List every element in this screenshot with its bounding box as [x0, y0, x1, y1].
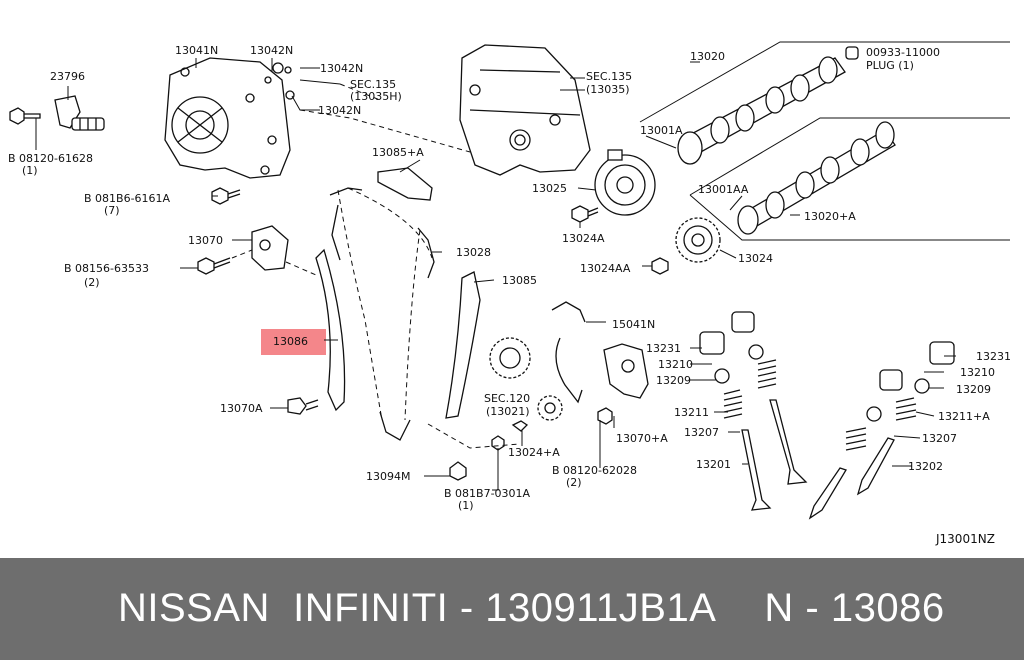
vtc-sprocket-13025[interactable]: [594, 149, 656, 216]
label-13024: 13024: [738, 252, 773, 265]
camshaft-13020[interactable]: [639, 41, 1010, 165]
label-13042N-b: 13042N: [320, 62, 363, 75]
label-13209-right: 13209: [956, 383, 991, 396]
label-13231-left: 13231: [646, 342, 681, 355]
label-23796: 23796: [50, 70, 85, 83]
label-13211-left: 13211: [674, 406, 709, 419]
label-08156-qty: (2): [84, 276, 100, 289]
sprocket-13024-A[interactable]: [537, 395, 563, 421]
label-08120-61628: B 08120-61628: [8, 152, 93, 165]
timing-chain-diagram: 23796 13041N 13042N 13042N 13042N SEC.13…: [8, 41, 1011, 520]
highlighted-part-label[interactable]: 13086: [261, 329, 326, 355]
label-13001AA: 13001AA: [698, 183, 749, 196]
timing-chain[interactable]: [329, 187, 435, 441]
label-sec120: SEC.120: [484, 392, 530, 405]
label-13207-right: 13207: [922, 432, 957, 445]
label-08156-63533: B 08156-63533: [64, 262, 149, 275]
label-081B6-6161A: B 081B6-6161A: [84, 192, 171, 205]
label-13020-A: 13020+A: [804, 210, 856, 223]
label-plug-part: 00933-11000: [866, 46, 940, 59]
label-13020: 13020: [690, 50, 725, 63]
highlighted-part-number: 13086: [273, 335, 308, 348]
bolt-08156-63533[interactable]: [197, 257, 231, 275]
bolt-081B7-0301A[interactable]: [491, 435, 505, 451]
valve-spring-group-right[interactable]: [845, 378, 930, 451]
label-13231-right: 13231: [976, 350, 1011, 363]
valve-13202[interactable]: [808, 437, 895, 520]
label-13070: 13070: [188, 234, 223, 247]
label-13210-right: 13210: [960, 366, 995, 379]
label-13202: 13202: [908, 460, 943, 473]
sprocket-13024[interactable]: [675, 217, 721, 263]
valve-13201[interactable]: [741, 399, 808, 511]
valve-spring-group-left[interactable]: [714, 344, 777, 419]
label-13210-left: 13210: [658, 358, 693, 371]
chain-tensioner-13070[interactable]: [251, 225, 289, 271]
camshaft-13020-A[interactable]: [689, 117, 1010, 241]
label-081B7-0301A: B 081B7-0301A: [444, 487, 531, 500]
label-13201: 13201: [696, 458, 731, 471]
footer-bar: NISSAN INFINITI - 130911JB1A N - 13086: [0, 558, 1024, 660]
label-08120-62028-qty: (2): [566, 476, 582, 489]
label-13024A: 13024A: [562, 232, 605, 245]
label-13085-A: 13085+A: [372, 146, 424, 159]
seal-13042N[interactable]: [264, 62, 295, 100]
label-13070-A: 13070+A: [616, 432, 668, 445]
footer-brand-part: NISSAN INFINITI - 130911JB1A: [118, 586, 717, 630]
part-labels: 23796 13041N 13042N 13042N 13042N SEC.13…: [8, 44, 1011, 512]
label-15041N: 15041N: [612, 318, 655, 331]
chain-guide-13085-A[interactable]: [377, 167, 433, 201]
footer-part-ref: N - 13086: [764, 586, 945, 630]
label-sec120-ref: (13021): [486, 405, 530, 418]
bolt-081B6-6161A[interactable]: [211, 187, 241, 205]
label-08120-62028: B 08120-62028: [552, 464, 637, 477]
bolt-08120-62028[interactable]: [597, 407, 613, 425]
figure-id: J13001NZ: [936, 532, 995, 546]
tension-guide-13086[interactable]: [315, 248, 346, 412]
label-13209-left: 13209: [656, 374, 691, 387]
valve-lifter-13231-left[interactable]: [699, 311, 755, 355]
label-13041N: 13041N: [175, 44, 218, 57]
label-13042N-c: 13042N: [318, 104, 361, 117]
label-sec135-a: SEC.135: [350, 78, 396, 91]
secondary-chain-15041N[interactable]: [551, 301, 586, 404]
label-081B6-qty: (7): [104, 204, 120, 217]
label-08120-61628-qty: (1): [22, 164, 38, 177]
cylinder-head-sec135[interactable]: [459, 44, 591, 176]
crank-sprocket-sec120[interactable]: [489, 337, 531, 379]
label-plug-qty: PLUG (1): [866, 59, 914, 72]
bolt-13094M[interactable]: [449, 461, 467, 481]
bolt-08120-61628[interactable]: [9, 107, 41, 125]
label-13094M: 13094M: [366, 470, 410, 483]
slack-guide-13085[interactable]: [445, 271, 481, 419]
label-13025: 13025: [532, 182, 567, 195]
front-cover-13041N[interactable]: [164, 57, 291, 179]
label-13024AA: 13024AA: [580, 262, 631, 275]
label-081B7-qty: (1): [458, 499, 474, 512]
label-13042N-a: 13042N: [250, 44, 293, 57]
label-13085: 13085: [502, 274, 537, 287]
label-13028: 13028: [456, 246, 491, 259]
label-sec135-b2: (13035): [586, 83, 630, 96]
valve-lifter-13231-right[interactable]: [879, 341, 955, 391]
bolt-13024A[interactable]: [571, 205, 599, 223]
tensioner-13070-A[interactable]: [603, 343, 649, 399]
label-sec135-b: SEC.135: [586, 70, 632, 83]
bolt-13024-A-small[interactable]: [511, 420, 529, 432]
cam-sensor-23796[interactable]: [54, 95, 105, 131]
label-13070A: 13070A: [220, 402, 263, 415]
bolt-13024AA[interactable]: [651, 257, 669, 275]
footer-text: NISSAN INFINITI - 130911JB1A N - 13086: [118, 586, 945, 631]
label-13024-A: 13024+A: [508, 446, 560, 459]
plug-00933-11000[interactable]: [845, 46, 859, 60]
label-13211-A: 13211+A: [938, 410, 990, 423]
label-13207-left: 13207: [684, 426, 719, 439]
label-13001A: 13001A: [640, 124, 683, 137]
leader-lines: [35, 58, 956, 491]
pivot-bolt-13070A[interactable]: [287, 397, 319, 415]
label-sec135-a2: (13035H): [350, 90, 402, 103]
